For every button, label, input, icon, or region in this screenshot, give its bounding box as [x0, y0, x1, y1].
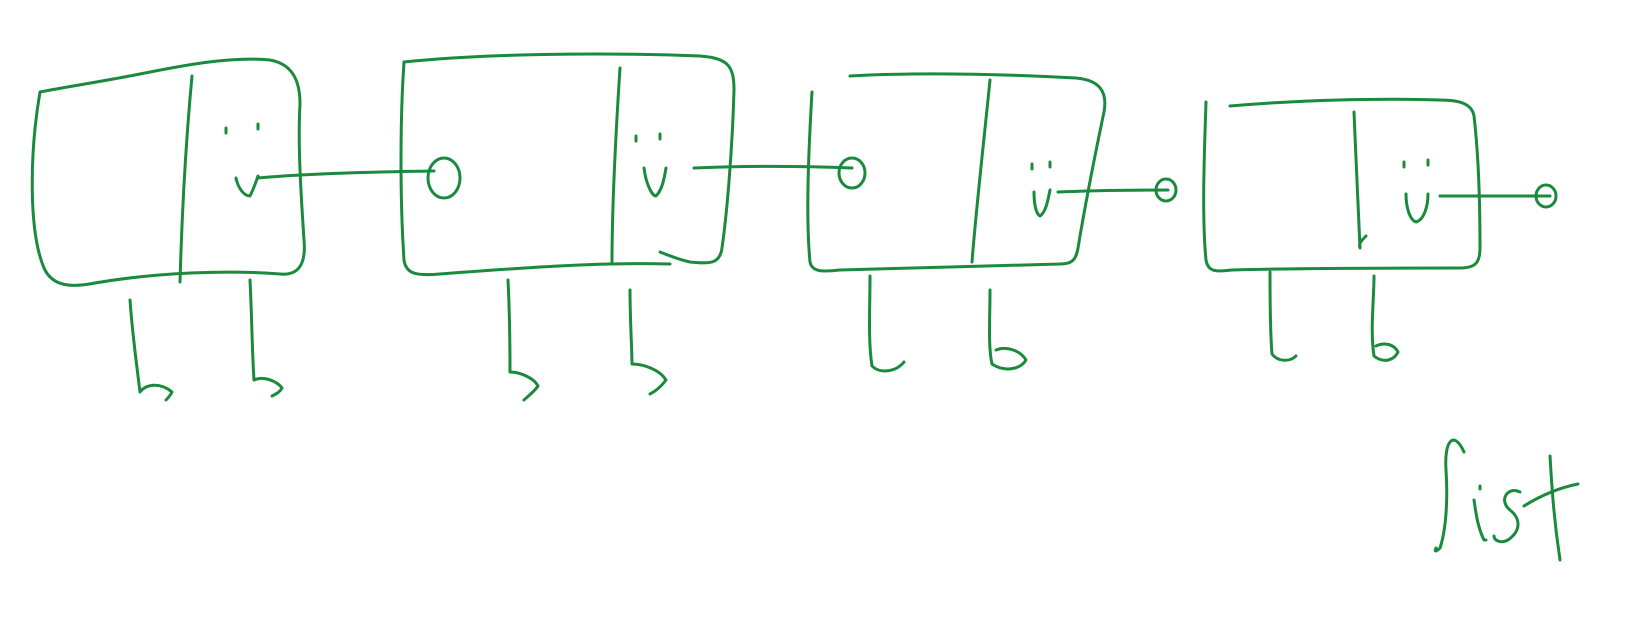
node-1-leg-left: [128, 298, 174, 402]
node-3-face-eyes: [1030, 160, 1052, 171]
node-3-divider: [970, 78, 992, 264]
node-3-face-mouth: [1032, 188, 1052, 218]
node-4-leg-right: [1370, 274, 1400, 362]
node-4-face-mouth: [1404, 192, 1430, 224]
node-2-leg-right: [628, 288, 668, 396]
pointer-node-2-to-node-3: [692, 165, 854, 170]
node-3-leg-left: [868, 274, 906, 373]
node-1-face-mouth: [234, 174, 260, 198]
node-2-face-eyes: [634, 132, 662, 143]
node-4-face-eyes: [1402, 158, 1430, 169]
pointer-node-3-outgoing: [1056, 177, 1178, 203]
pointer-node-1-to-node-2: [256, 169, 436, 180]
node-3-box: [806, 72, 1107, 273]
node-2-leg-left: [506, 278, 540, 402]
list-node-2: [399, 52, 736, 402]
node-3-leg-right: [988, 288, 1028, 371]
list-node-4: [1202, 97, 1482, 362]
node-4-leg-left: [1268, 270, 1298, 362]
list-node-3: [806, 72, 1107, 373]
handwritten-word-list: [1433, 438, 1580, 562]
node-4-divider: [1352, 110, 1368, 250]
node-2-incoming-dot: [426, 156, 462, 200]
list-node-1: [30, 57, 306, 402]
node-1-leg-right: [248, 278, 284, 398]
node-2-box-top-right: [402, 52, 736, 265]
node-2-divider: [610, 66, 622, 264]
node-2-face-mouth: [642, 166, 668, 198]
node-4-box: [1202, 97, 1482, 273]
node-2-box: [399, 60, 672, 277]
pointer-node-4-outgoing: [1438, 183, 1558, 209]
node-1-divider: [178, 74, 194, 284]
node-3-incoming-dot: [837, 156, 867, 190]
node-1-box: [30, 57, 306, 287]
node-1-face-eyes: [224, 122, 260, 135]
